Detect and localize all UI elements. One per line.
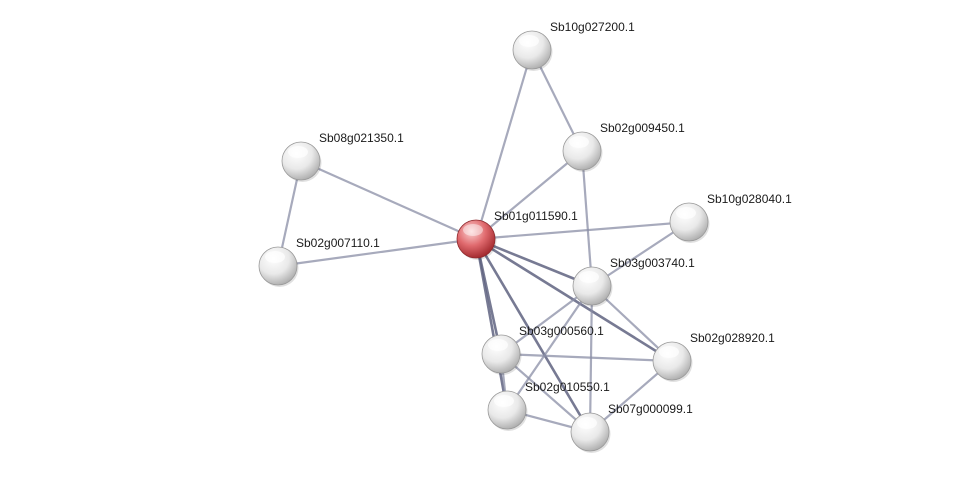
edge-sb03g003740-1-sb02g010550-1 bbox=[505, 284, 594, 412]
node-label: Sb01g011590.1 bbox=[494, 209, 578, 223]
label-layer: Sb01g011590.1 Sb10g027200.1Sb02g009450.1S… bbox=[296, 20, 792, 416]
node-label: Sb10g027200.1 bbox=[550, 20, 635, 34]
node-highlight bbox=[676, 207, 696, 219]
edge-sb01g011590-1-sb02g007110-1 bbox=[276, 237, 478, 268]
protein-node[interactable] bbox=[487, 390, 528, 431]
protein-node[interactable] bbox=[669, 202, 710, 243]
edge-sb02g028920-1-sb03g000560-1 bbox=[499, 352, 674, 363]
protein-node[interactable] bbox=[572, 266, 613, 307]
node-label: Sb07g000099.1 bbox=[608, 402, 693, 416]
node-layer bbox=[258, 30, 710, 453]
node-highlight bbox=[569, 136, 589, 148]
edge-sb03g000560-1-sb07g000099-1 bbox=[499, 352, 592, 434]
node-highlight bbox=[288, 146, 308, 158]
node-label: Sb10g028040.1 bbox=[707, 192, 792, 206]
protein-node[interactable] bbox=[281, 141, 322, 182]
protein-node[interactable] bbox=[512, 30, 553, 71]
node-highlight bbox=[519, 35, 539, 47]
protein-node[interactable] bbox=[258, 246, 299, 287]
node-label: Sb02g028920.1 bbox=[690, 331, 775, 345]
node-label: Sb02g007110.1 bbox=[296, 236, 380, 250]
protein-node[interactable] bbox=[562, 131, 603, 172]
node-highlight bbox=[579, 271, 599, 283]
node-highlight bbox=[463, 224, 483, 236]
node-label: Sb03g000560.1 bbox=[519, 324, 604, 338]
node-sphere[interactable] bbox=[456, 219, 496, 259]
edge-sb01g011590-1-sb03g003740-1 bbox=[474, 237, 594, 288]
protein-node[interactable] bbox=[652, 341, 693, 382]
node-label: Sb02g010550.1 bbox=[525, 380, 610, 394]
node-highlight bbox=[577, 417, 597, 429]
protein-node[interactable] bbox=[570, 412, 611, 453]
node-highlight bbox=[659, 346, 679, 358]
query-node[interactable] bbox=[456, 219, 497, 260]
node-highlight bbox=[494, 395, 514, 407]
node-label: Sb03g003740.1 bbox=[610, 256, 695, 270]
node-highlight bbox=[488, 339, 508, 351]
edge-sb02g009450-1-sb03g003740-1 bbox=[580, 149, 594, 288]
edge-sb01g011590-1-sb07g000099-1 bbox=[474, 237, 592, 434]
edge-sb01g011590-1-sb02g009450-1 bbox=[474, 149, 584, 241]
node-label: Sb02g009450.1 bbox=[600, 121, 685, 135]
protein-node[interactable] bbox=[481, 334, 522, 375]
edge-sb01g011590-1-sb08g021350-1 bbox=[299, 159, 478, 241]
edge-sb01g011590-1-sb02g010550-1 bbox=[474, 237, 509, 412]
edge-sb01g011590-1-sb10g028040-1 bbox=[474, 220, 691, 241]
node-label: Sb08g021350.1 bbox=[319, 131, 404, 145]
edge-sb01g011590-1-sb10g027200-1 bbox=[474, 48, 534, 241]
node-highlight bbox=[265, 251, 285, 263]
edge-sb03g003740-1-sb07g000099-1 bbox=[588, 284, 594, 434]
